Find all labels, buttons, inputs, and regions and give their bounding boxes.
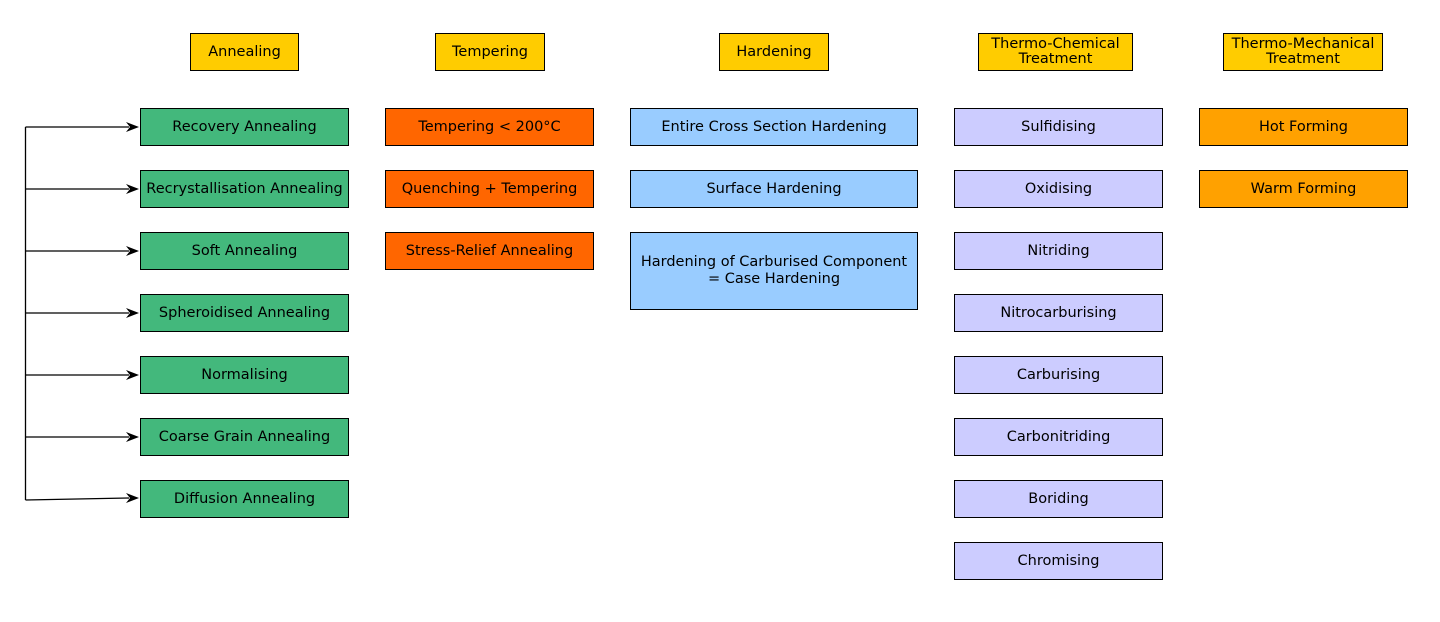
arrowhead-icon xyxy=(126,493,139,503)
arrowhead-icon xyxy=(126,308,139,318)
box-warm-forming: Warm Forming xyxy=(1199,170,1408,208)
header-thermo-mechanical-treatment: Thermo-Mechanical Treatment xyxy=(1223,33,1383,71)
box-tempering-below-200c: Tempering < 200°C xyxy=(385,108,594,146)
box-diffusion-annealing: Diffusion Annealing xyxy=(140,480,349,518)
box-entire-cross-section-hardening: Entire Cross Section Hardening xyxy=(630,108,918,146)
box-recovery-annealing: Recovery Annealing xyxy=(140,108,349,146)
arrowhead-icon xyxy=(126,432,139,442)
header-hardening: Hardening xyxy=(719,33,829,71)
header-tempering: Tempering xyxy=(435,33,545,71)
box-surface-hardening: Surface Hardening xyxy=(630,170,918,208)
box-nitriding: Nitriding xyxy=(954,232,1163,270)
box-carbonitriding: Carbonitriding xyxy=(954,418,1163,456)
annealing-connector-line xyxy=(25,497,130,501)
box-carburising: Carburising xyxy=(954,356,1163,394)
box-coarse-grain-annealing: Coarse Grain Annealing xyxy=(140,418,349,456)
box-spheroidised-annealing: Spheroidised Annealing xyxy=(140,294,349,332)
arrowhead-icon xyxy=(126,122,139,132)
box-case-hardening: Hardening of Carburised Component = Case… xyxy=(630,232,918,310)
box-oxidising: Oxidising xyxy=(954,170,1163,208)
box-quenching-tempering: Quenching + Tempering xyxy=(385,170,594,208)
header-thermo-chemical-treatment: Thermo-Chemical Treatment xyxy=(978,33,1133,71)
box-soft-annealing: Soft Annealing xyxy=(140,232,349,270)
box-nitrocarburising: Nitrocarburising xyxy=(954,294,1163,332)
box-sulfidising: Sulfidising xyxy=(954,108,1163,146)
box-stress-relief-annealing: Stress-Relief Annealing xyxy=(385,232,594,270)
box-normalising: Normalising xyxy=(140,356,349,394)
arrowhead-icon xyxy=(126,246,139,256)
arrowhead-icon xyxy=(126,184,139,194)
box-recrystallisation-annealing: Recrystallisation Annealing xyxy=(140,170,349,208)
box-hot-forming: Hot Forming xyxy=(1199,108,1408,146)
arrowhead-icon xyxy=(126,370,139,380)
header-annealing: Annealing xyxy=(190,33,299,71)
box-chromising: Chromising xyxy=(954,542,1163,580)
box-boriding: Boriding xyxy=(954,480,1163,518)
